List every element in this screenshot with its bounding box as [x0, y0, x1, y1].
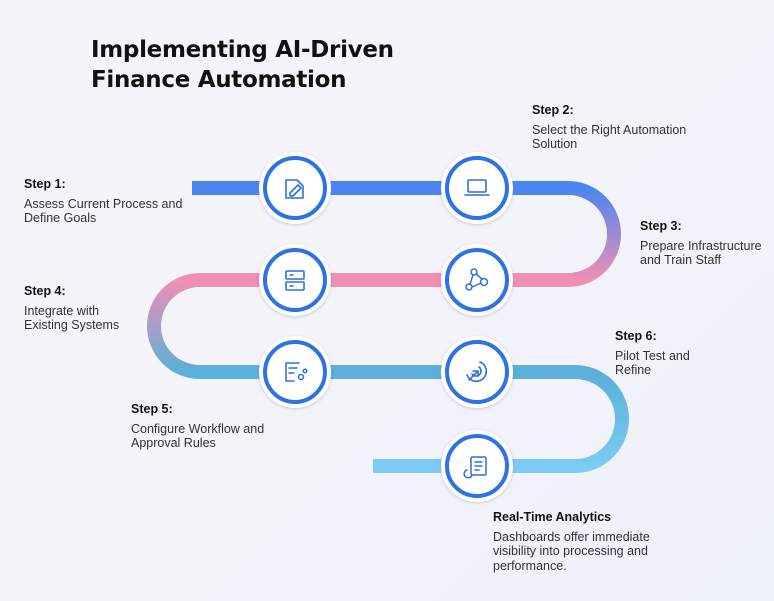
- step-3-node: [441, 244, 513, 316]
- step-6-heading: Step 6:: [615, 329, 657, 343]
- step-6-node: [441, 336, 513, 408]
- step-2-heading: Step 2:: [532, 103, 574, 117]
- step-1-node: [259, 152, 331, 224]
- step-5-label: Step 5: Configure Workflow and Approval …: [131, 402, 271, 451]
- laptop-icon: [464, 179, 490, 196]
- step-2-node: [441, 152, 513, 224]
- analytics-heading: Real-Time Analytics: [493, 510, 612, 524]
- step-5-text: Configure Workflow and Approval Rules: [131, 421, 265, 451]
- step-6-text: Pilot Test and Refine: [615, 348, 690, 378]
- network-gears-icon: [465, 268, 489, 291]
- target-arrow-icon: [466, 361, 488, 383]
- step-3-label: Step 3: Prepare Infrastructure and Train…: [640, 219, 765, 268]
- step-4-node: [259, 244, 331, 316]
- workflow-form-icon: [285, 362, 308, 382]
- step-2-label: Step 2: Select the Right Automation Solu…: [532, 103, 722, 152]
- analytics-node: [441, 430, 513, 502]
- step-3-heading: Step 3:: [640, 219, 682, 233]
- analytics-report-icon: [463, 456, 487, 479]
- document-edit-icon: [285, 179, 304, 199]
- analytics-text: Dashboards offer immediate visibility in…: [493, 529, 650, 573]
- step-1-heading: Step 1:: [24, 177, 66, 191]
- page-title: Implementing AI-Driven Finance Automatio…: [91, 37, 394, 93]
- step-2-text: Select the Right Automation Solution: [532, 122, 687, 152]
- step-3-text: Prepare Infrastructure and Train Staff: [640, 238, 762, 268]
- step-4-text: Integrate with Existing Systems: [24, 303, 120, 333]
- step-4-heading: Step 4:: [24, 284, 66, 298]
- step-4-label: Step 4: Integrate with Existing Systems: [24, 284, 144, 333]
- analytics-label: Real-Time Analytics Dashboards offer imm…: [493, 510, 683, 573]
- step-5-node: [259, 336, 331, 408]
- step-1-label: Step 1: Assess Current Process and Defin…: [24, 177, 194, 226]
- step-1-text: Assess Current Process and Define Goals: [24, 196, 183, 226]
- step-5-heading: Step 5:: [131, 402, 173, 416]
- server-stack-icon: [285, 270, 305, 291]
- step-6-label: Step 6: Pilot Test and Refine: [615, 329, 715, 378]
